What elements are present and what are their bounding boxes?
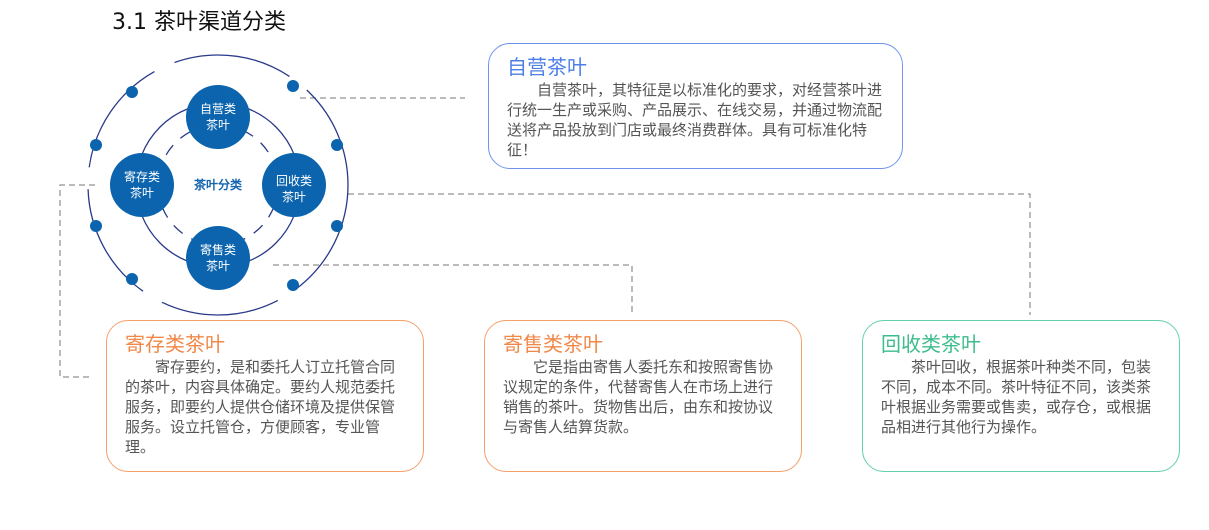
node-store (110, 153, 174, 217)
connector-lines (59, 97, 1031, 378)
node-recycle (262, 153, 326, 217)
node-consign (186, 226, 250, 290)
section-title: 3.1 茶叶渠道分类 (112, 10, 286, 35)
card-recycle: 回收类茶叶 茶叶回收，根据茶叶种类不同，包装不同，成本不同。茶叶特征不同，该类茶… (862, 320, 1180, 472)
card-title: 回收类茶叶 (881, 332, 981, 356)
card-self-operated: 自营茶叶 自营茶叶，其特征是以标准化的要求，对经营茶叶进行统一生产或采购、产品展… (488, 43, 903, 169)
connector-recycle (348, 193, 1031, 315)
card-title: 寄售类茶叶 (503, 332, 603, 356)
card-body: 寄存要约，是和委托人订立托管合同的茶叶，内容具体确定。要约人规范委托服务，即要约… (125, 358, 396, 456)
card-body: 它是指由寄售人委托东和按照寄售协议规定的条件，代替寄售人在市场上进行销售的茶叶。… (503, 358, 774, 436)
ring-dots (90, 80, 343, 291)
connector-consign (273, 264, 633, 312)
node-recycle-label: 回收类茶叶 (275, 174, 312, 204)
card-consignment: 寄售类茶叶 它是指由寄售人委托东和按照寄售协议规定的条件，代替寄售人在市场上进行… (484, 320, 802, 472)
node-self (186, 85, 250, 149)
node-self-label: 自营类茶叶 (199, 102, 236, 132)
card-body: 自营茶叶，其特征是以标准化的要求，对经营茶叶进行统一生产或采购、产品展示、在线交… (507, 81, 883, 159)
card-storage: 寄存类茶叶 寄存要约，是和委托人订立托管合同的茶叶，内容具体确定。要约人规范委托… (106, 320, 424, 472)
center-label: 茶叶分类 (193, 178, 242, 192)
card-body: 茶叶回收，根据茶叶种类不同，包装不同，成本不同。茶叶特征不同，该类茶叶根据业务需… (881, 358, 1152, 436)
node-consign-label: 寄售类茶叶 (199, 243, 236, 273)
card-title: 自营茶叶 (507, 55, 587, 79)
connector-store (59, 184, 95, 378)
card-title: 寄存类茶叶 (125, 332, 225, 356)
node-store-label: 寄存类茶叶 (123, 170, 160, 200)
outer-ring (87, 54, 349, 316)
